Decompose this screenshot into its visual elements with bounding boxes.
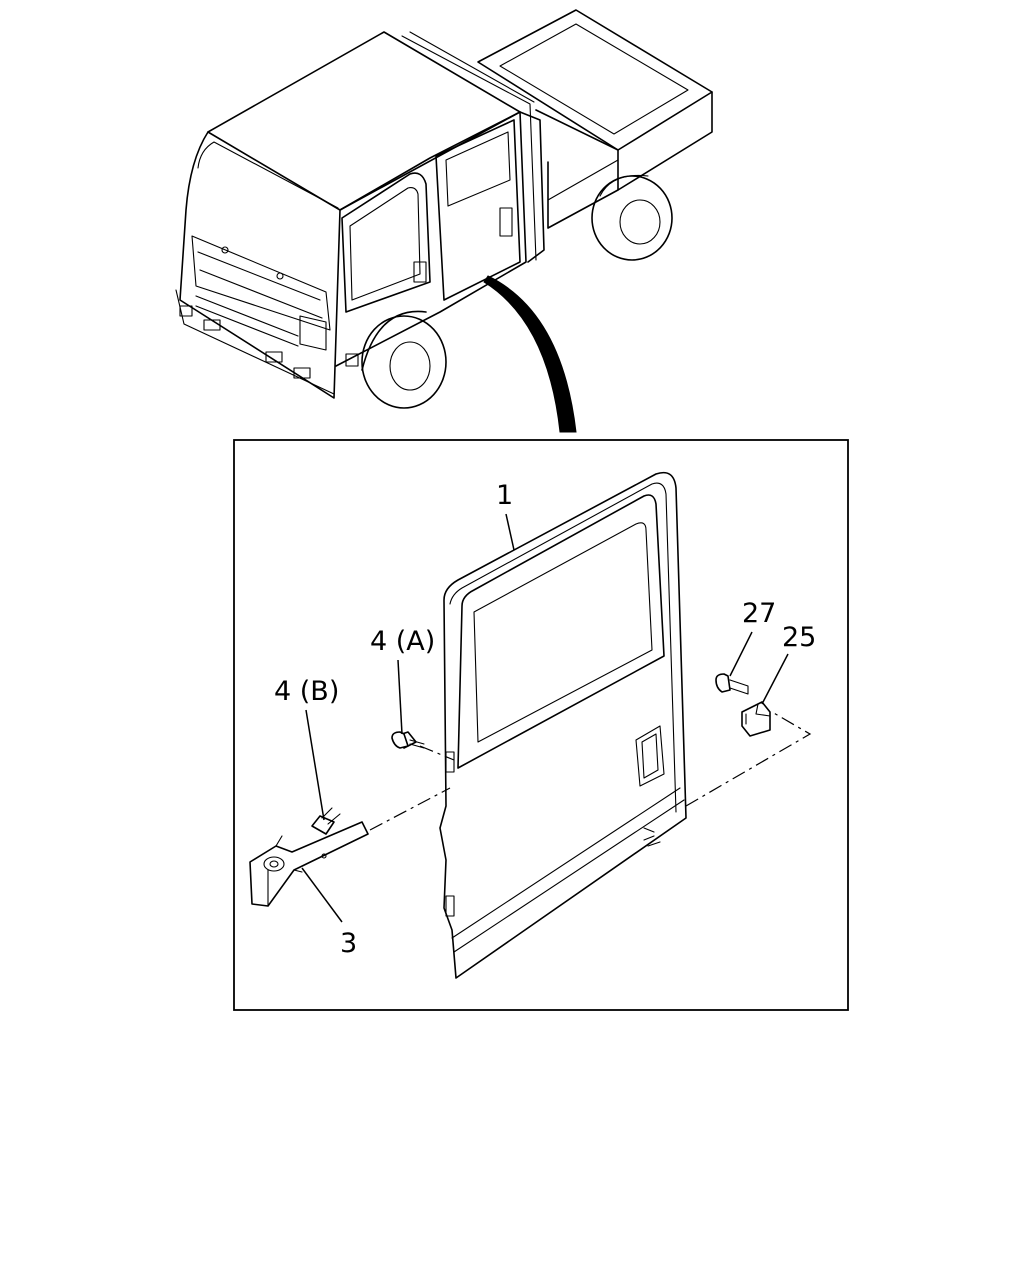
front-wheel bbox=[361, 310, 447, 409]
callout-door: 1 bbox=[496, 480, 513, 511]
hinge-part bbox=[249, 821, 369, 907]
callout-striker-bolt: 27 bbox=[742, 598, 776, 629]
rear-door-panel bbox=[439, 471, 687, 979]
callout-hinge-bolt-a: 4 (A) bbox=[370, 626, 435, 657]
cab-body bbox=[179, 31, 545, 399]
rear-door-highlight bbox=[435, 119, 521, 301]
detail-frame bbox=[233, 439, 849, 1011]
cab-front bbox=[175, 235, 335, 395]
striker-part bbox=[741, 701, 771, 737]
side-marker-light bbox=[345, 353, 359, 367]
rear-wheel bbox=[591, 174, 673, 261]
cargo-bed bbox=[477, 9, 713, 229]
front-door bbox=[341, 172, 431, 313]
callout-striker: 25 bbox=[782, 622, 816, 653]
hinge-bolt-a-part bbox=[391, 731, 425, 749]
truck-overview-illustration bbox=[175, 9, 713, 409]
hinge-bolt-b-part bbox=[311, 807, 341, 835]
callout-hinge: 3 bbox=[340, 928, 357, 959]
striker-bolt-part bbox=[715, 673, 749, 695]
callout-hinge-bolt-b: 4 (B) bbox=[274, 676, 339, 707]
detail-pointer-arrow bbox=[483, 275, 577, 433]
